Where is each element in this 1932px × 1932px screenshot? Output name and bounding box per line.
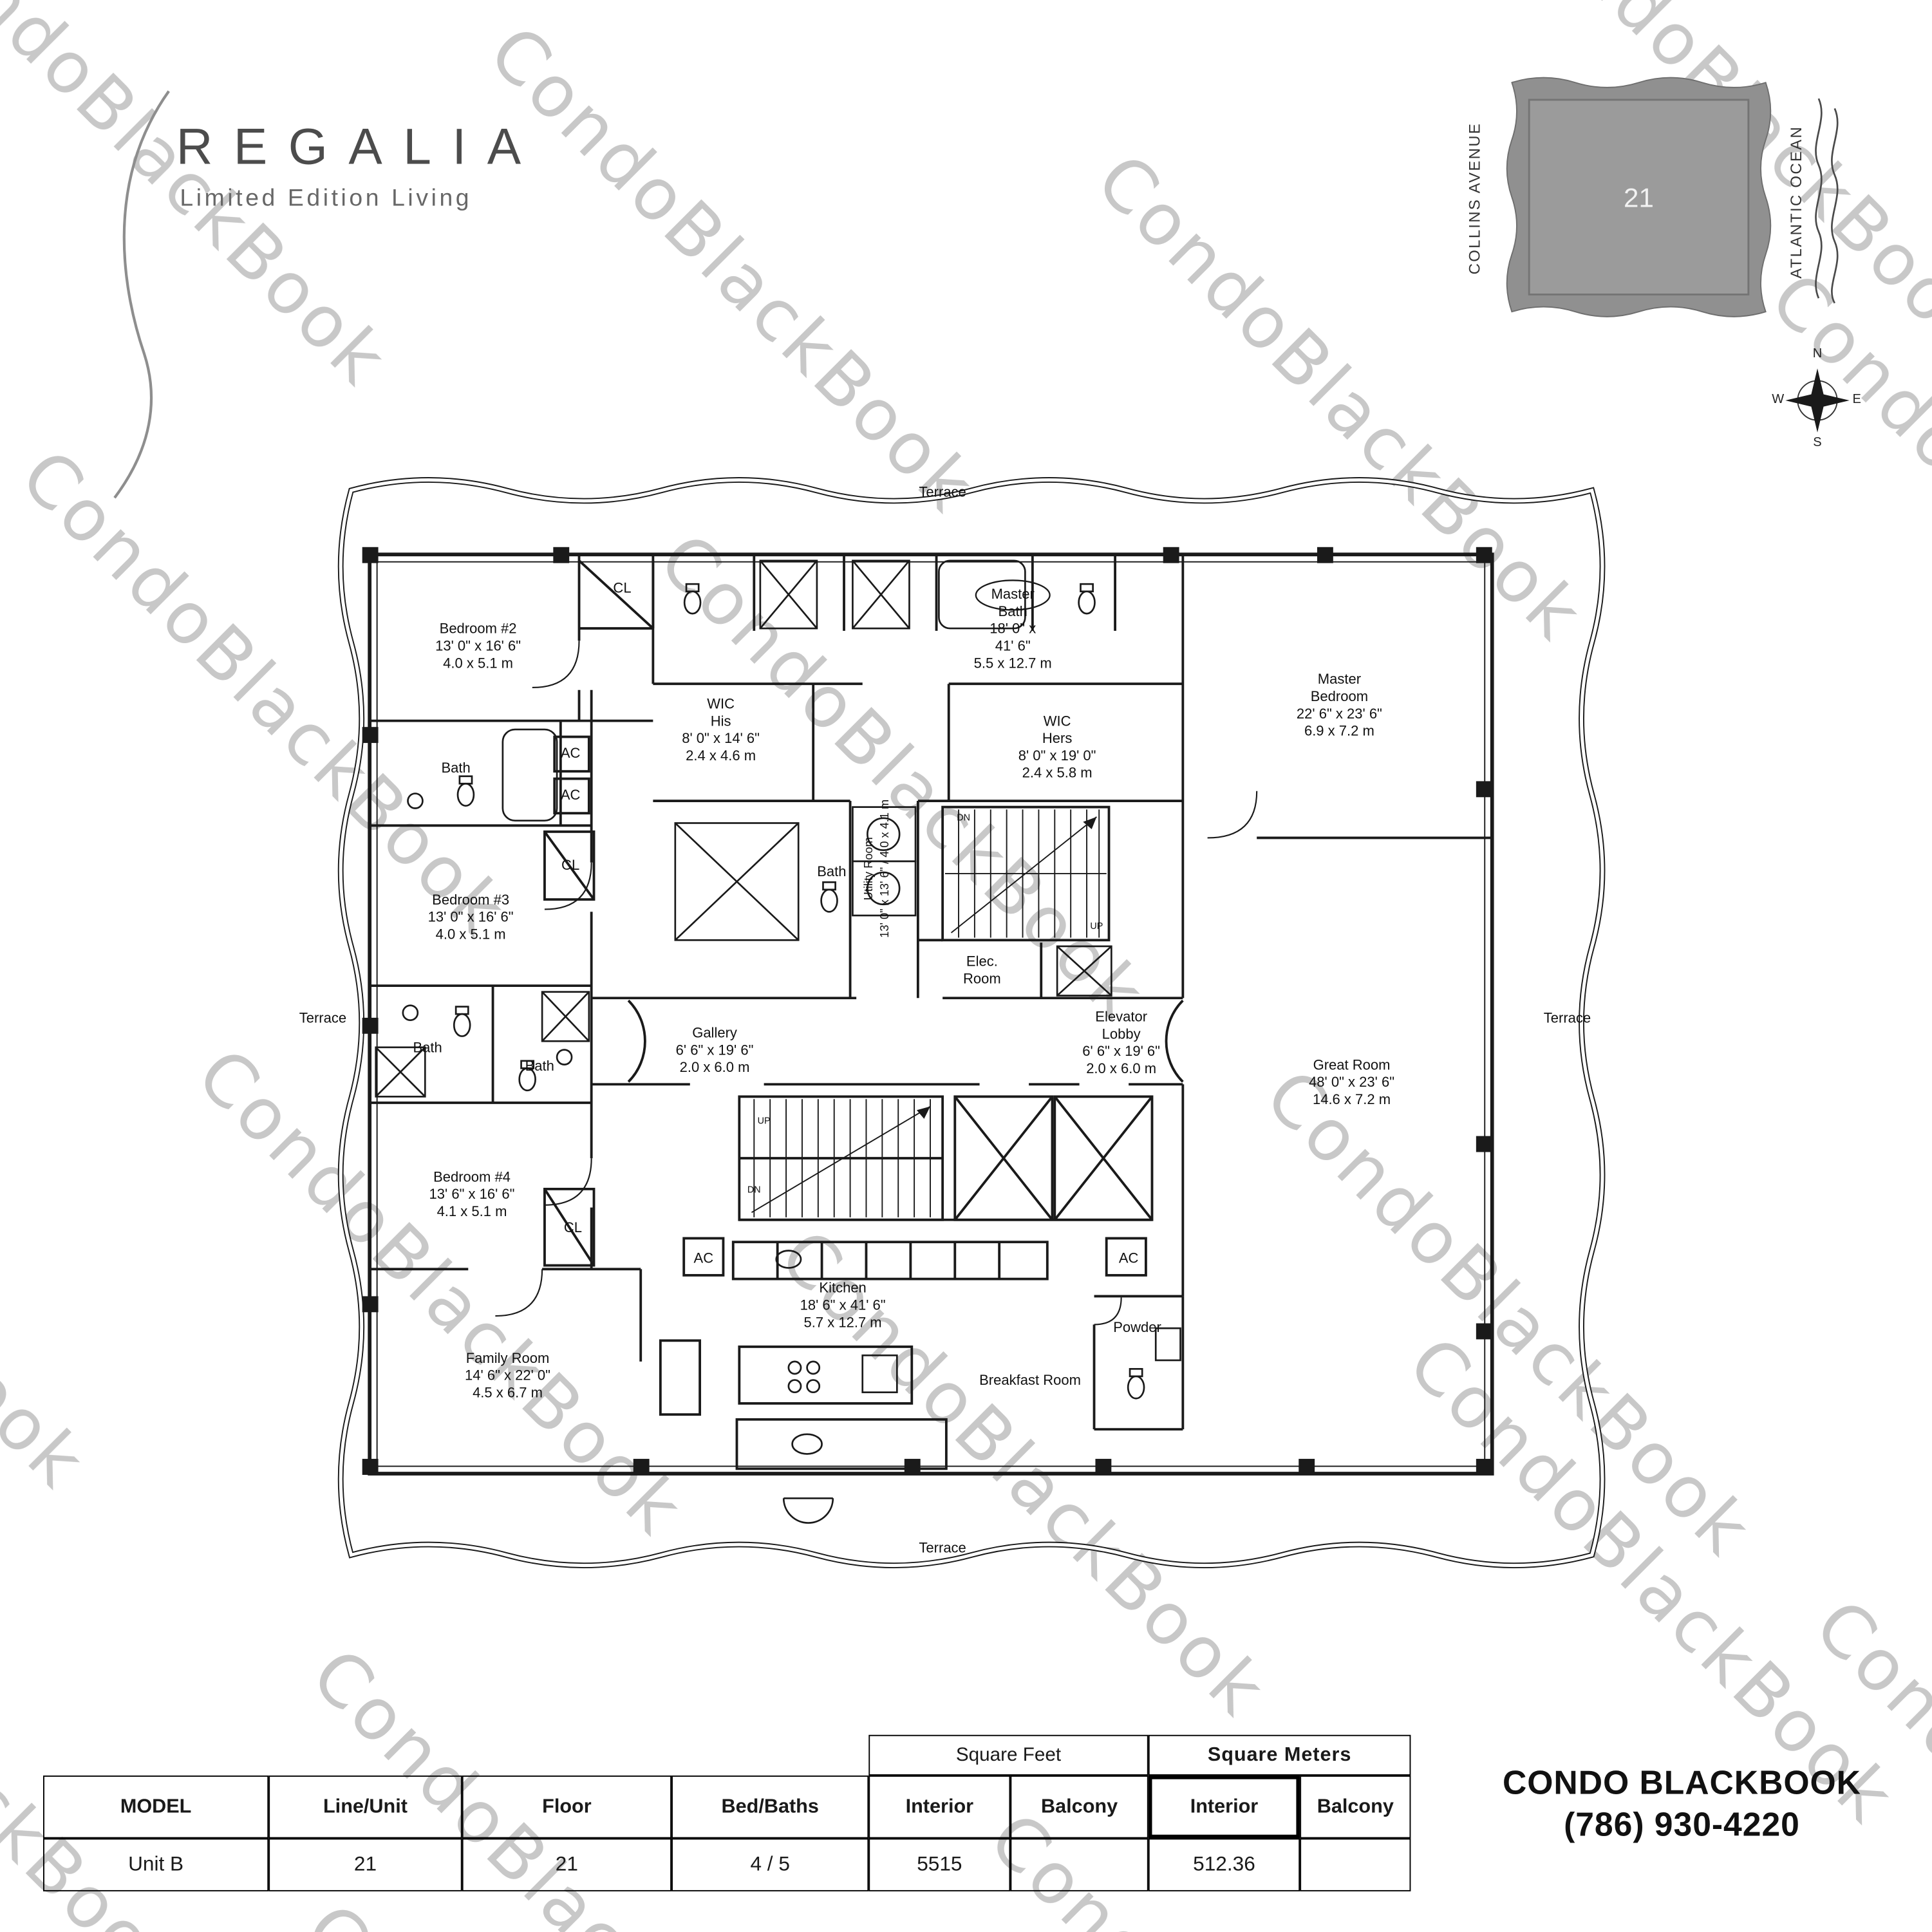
table-cell-interior-sm: 512.36 (1148, 1838, 1300, 1891)
terrace-label-right: Terrace (1543, 1011, 1591, 1027)
ocean-waves-icon (1815, 98, 1839, 304)
terrace-label-top: Terrace (919, 485, 966, 501)
room-label-breakfast: Breakfast Room (979, 1373, 1081, 1389)
bath-label: Bath (441, 761, 471, 776)
brand-logo: REGALIA (176, 118, 542, 175)
col-header-interior-sf: Interior (868, 1775, 1011, 1839)
col-header-line-unit: Line/Unit (268, 1775, 462, 1839)
ac-label: AC (560, 746, 581, 762)
site-map-unit-number: 21 (1624, 182, 1654, 214)
terrace-label-bottom: Terrace (919, 1541, 966, 1557)
table-cell-interior-sf: 5515 (868, 1838, 1011, 1891)
compass-rose-icon (1785, 368, 1850, 433)
compass-w: W (1772, 391, 1785, 407)
table-cell-bed-baths: 4 / 5 (671, 1838, 869, 1891)
col-header-interior-sm: Interior (1148, 1775, 1300, 1839)
table-cell-model: Unit B (42, 1838, 269, 1891)
terrace-label-left: Terrace (299, 1011, 347, 1027)
brand-tagline: Limited Edition Living (180, 185, 473, 212)
closet-label: CL (561, 858, 580, 874)
stair-dn-label: DN (957, 812, 971, 823)
col-header-balcony-sf: Balcony (1010, 1775, 1149, 1839)
col-header-balcony-sm: Balcony (1300, 1775, 1411, 1839)
structural-columns (362, 547, 1492, 1475)
building-walls (368, 552, 1494, 1476)
compass-e: E (1852, 391, 1861, 407)
collins-avenue-label: COLLINS AVENUE (1466, 122, 1484, 275)
compass-s: S (1813, 435, 1822, 450)
bath-label: Bath (525, 1059, 554, 1074)
bath-label: Bath (413, 1041, 442, 1056)
stair-dn-label: DN (747, 1184, 761, 1196)
stair-treads (751, 809, 1107, 1217)
bath-label: Bath (817, 865, 847, 880)
ac-label: AC (1118, 1252, 1139, 1267)
room-label-powder: Powder (1113, 1320, 1161, 1336)
stair-up-label: UP (757, 1115, 771, 1127)
table-cell-balcony-sm (1300, 1838, 1411, 1891)
stair-up-label: UP (1090, 920, 1103, 932)
ac-label: AC (693, 1252, 714, 1267)
logo-flourish-curve (113, 90, 170, 499)
contact-phone: (786) 930-4220 (1564, 1806, 1800, 1844)
site-map (1506, 77, 1772, 317)
table-cell-balcony-sf (1010, 1838, 1149, 1891)
col-header-floor: Floor (462, 1775, 672, 1839)
group-header-square-meters: Square Meters (1148, 1734, 1411, 1776)
contact-name: CONDO BLACKBOOK (1503, 1764, 1861, 1802)
table-cell-floor: 21 (462, 1838, 672, 1891)
atlantic-ocean-label: ATLANTIC OCEAN (1788, 126, 1805, 279)
closet-label: CL (613, 581, 632, 597)
closet-label: CL (563, 1221, 583, 1236)
room-label-elec: Elec.Room (963, 955, 1001, 988)
compass-n: N (1812, 346, 1823, 361)
col-header-bed-baths: Bed/Baths (671, 1775, 869, 1839)
master-label-oval (975, 579, 1051, 611)
door-arcs (495, 641, 1258, 1326)
table-cell-line-unit: 21 (268, 1838, 462, 1891)
group-header-square-feet: Square Feet (868, 1734, 1149, 1776)
terrace-outline (337, 477, 1606, 1569)
fixtures (375, 559, 1181, 1524)
gallery-curved-walls (627, 999, 1184, 1083)
ac-label: AC (560, 788, 581, 803)
col-header-model: MODEL (42, 1775, 269, 1839)
